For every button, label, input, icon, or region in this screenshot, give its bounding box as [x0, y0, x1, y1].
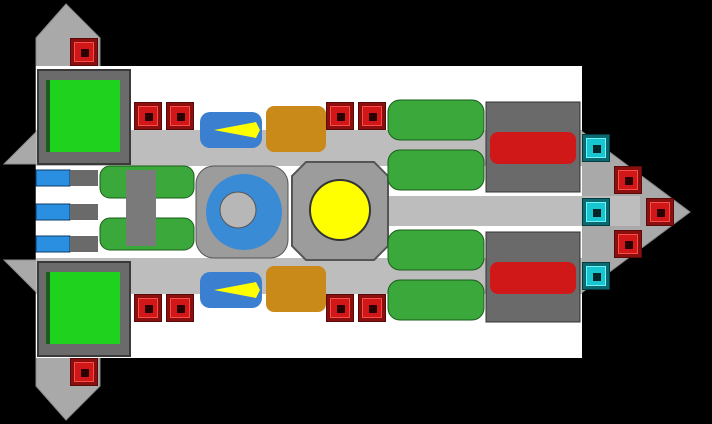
red-module-icon [326, 102, 354, 130]
red-cannon-icon [485, 231, 581, 323]
green-screen-icon [37, 69, 131, 165]
green-screen-icon [37, 261, 131, 357]
red-module-icon [358, 294, 386, 322]
red-module-icon [614, 166, 642, 194]
red-module-icon [358, 102, 386, 130]
gun-turret-icon [266, 266, 326, 312]
red-module-icon [326, 294, 354, 322]
gun-turret-icon [200, 112, 262, 148]
red-module-icon [614, 230, 642, 258]
blue-thruster-icon [35, 203, 98, 221]
gun-turret-icon [266, 106, 326, 152]
engine-cylinder-icon [99, 165, 195, 251]
red-module-icon [70, 38, 98, 66]
cyan-module-icon [582, 134, 610, 162]
cyan-module-icon [582, 198, 610, 226]
red-module-icon [646, 198, 674, 226]
reactor-core-icon [291, 161, 389, 261]
gun-turret-icon [200, 272, 262, 308]
shield-dome-icon [195, 165, 289, 259]
red-module-icon [70, 358, 98, 386]
red-module-icon [134, 102, 162, 130]
cyan-module-icon [582, 262, 610, 290]
red-module-icon [166, 294, 194, 322]
blue-thruster-icon [35, 235, 98, 253]
engine-cylinder-icon [387, 229, 485, 321]
red-module-icon [134, 294, 162, 322]
red-cannon-icon [485, 101, 581, 193]
red-module-icon [166, 102, 194, 130]
engine-cylinder-icon [387, 99, 485, 191]
blue-thruster-icon [35, 169, 98, 187]
